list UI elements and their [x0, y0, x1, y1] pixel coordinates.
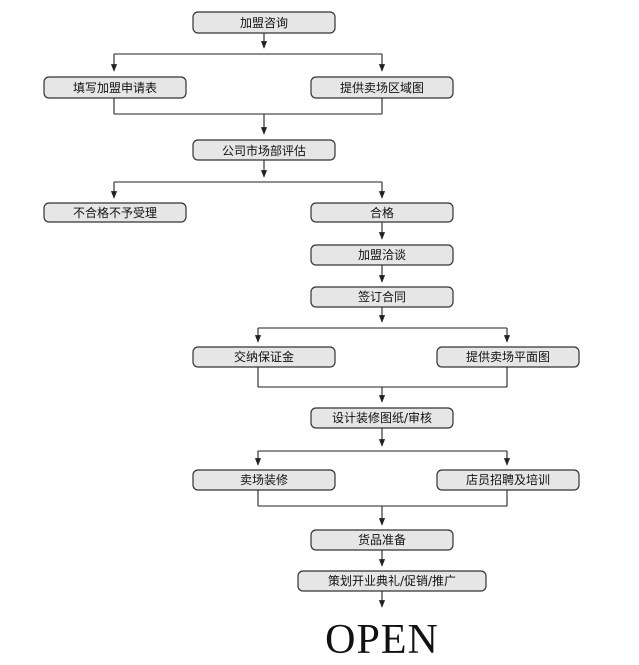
node-reject-label: 不合格不予受理 [73, 205, 157, 220]
node-consult: 加盟咨询 [192, 11, 336, 34]
node-goods-prep-label: 货品准备 [358, 532, 406, 547]
node-store-decoration-label: 卖场装修 [240, 472, 288, 487]
node-consult-label: 加盟咨询 [240, 15, 288, 30]
node-sign-contract: 签订合同 [310, 286, 454, 308]
node-pay-deposit: 交纳保证金 [192, 346, 336, 368]
node-sign-contract-label: 签订合同 [358, 289, 406, 304]
node-area-map: 提供卖场区域图 [310, 76, 454, 99]
node-design-review: 设计装修图纸/审核 [310, 407, 454, 429]
node-floor-plan: 提供卖场平面图 [436, 346, 580, 368]
node-negotiate: 加盟洽谈 [310, 244, 454, 266]
node-store-decoration: 卖场装修 [192, 469, 336, 491]
node-opening-plan: 策划开业典礼/促销/推广 [297, 570, 487, 592]
node-design-review-label: 设计装修图纸/审核 [332, 410, 432, 425]
node-fill-form: 填写加盟申请表 [43, 76, 187, 99]
connectors [110, 33, 511, 608]
node-area-map-label: 提供卖场区域图 [340, 80, 424, 95]
node-floor-plan-label: 提供卖场平面图 [466, 349, 550, 364]
node-fill-form-label: 填写加盟申请表 [73, 81, 157, 95]
node-pass-label: 合格 [370, 205, 394, 220]
node-goods-prep: 货品准备 [310, 529, 454, 551]
open-label: OPEN [325, 617, 439, 663]
node-market-eval: 公司市场部评估 [192, 139, 336, 161]
node-negotiate-label: 加盟洽谈 [358, 248, 406, 262]
node-market-eval-label: 公司市场部评估 [222, 143, 306, 158]
node-reject: 不合格不予受理 [43, 202, 187, 223]
node-staff-training: 店员招聘及培训 [436, 469, 580, 491]
node-pass: 合格 [310, 202, 454, 223]
node-pay-deposit-label: 交纳保证金 [234, 349, 294, 364]
node-opening-plan-label: 策划开业典礼/促销/推广 [328, 573, 456, 588]
node-staff-training-label: 店员招聘及培训 [466, 472, 550, 487]
